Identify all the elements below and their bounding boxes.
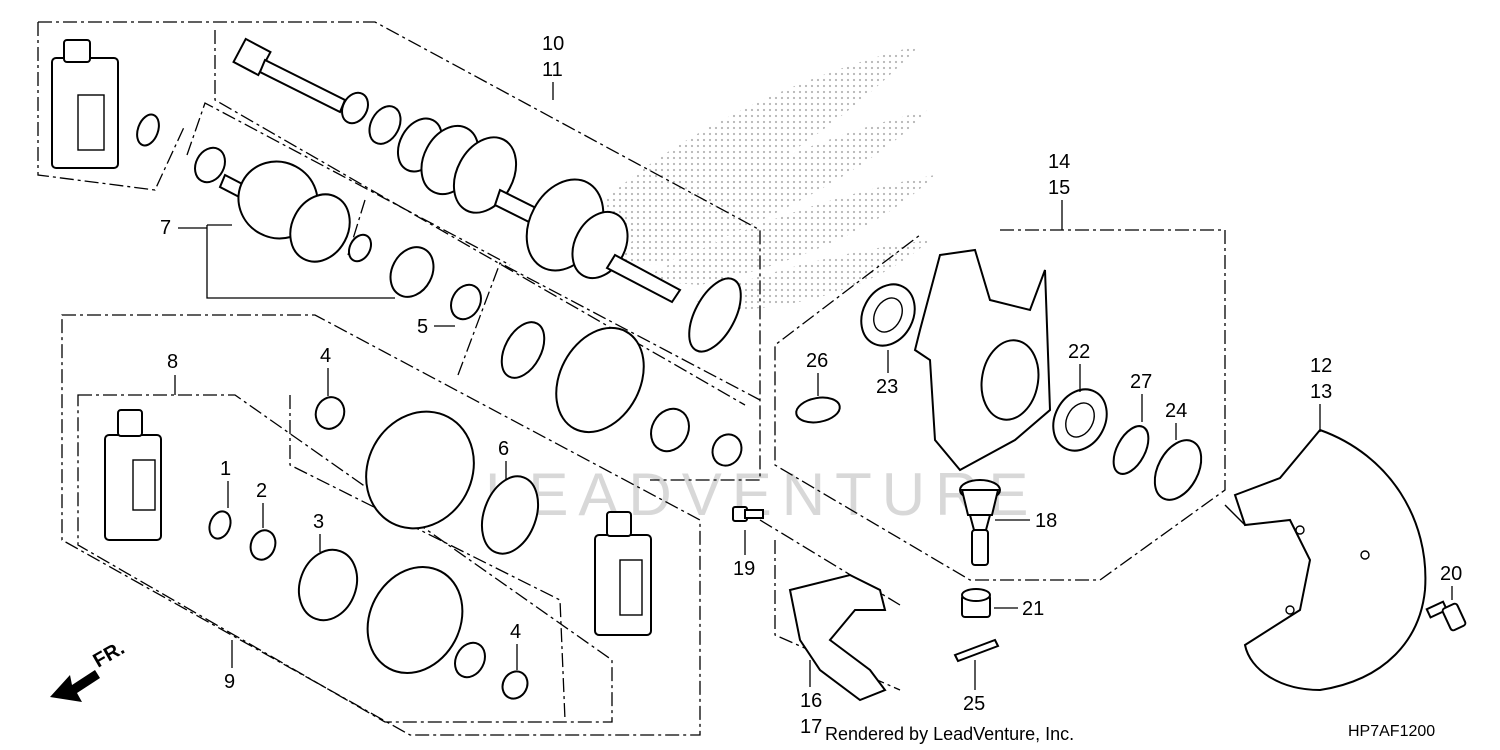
knuckle-assembly [774,229,1226,581]
bolt-20 [1425,600,1467,632]
callout-6: 6 [498,438,509,460]
callout-22: 22 [1068,341,1090,363]
callout-2: 2 [256,480,267,502]
fr-label: FR. [90,637,129,672]
callout-15: 15 [1048,177,1070,199]
callout-11: 11 [542,59,563,81]
callout-18: 18 [1035,510,1057,532]
ball-joint [959,479,1001,566]
callout-4-top: 4 [320,345,331,367]
upper-boot-group [457,262,761,467]
callout-27: 27 [1130,371,1152,393]
callout-21: 21 [1022,598,1044,620]
callout-20: 20 [1440,563,1462,585]
grease-bottle-top [37,21,761,481]
callout-16: 16 [800,690,822,712]
cotter-pin [953,638,1000,663]
callout-10: 10 [542,33,564,55]
callout-19: 19 [733,558,755,580]
bracket [788,573,887,702]
callout-3: 3 [313,511,324,533]
bolt-19 [732,506,764,522]
inner-joint [186,102,511,321]
callout-23: 23 [876,376,898,398]
drive-shaft-assembly [214,30,746,406]
callout-14: 14 [1048,151,1070,173]
callout-4-bottom: 4 [510,621,521,643]
callout-17: 17 [800,716,822,738]
rendered-by-text: Rendered by LeadVenture, Inc. [825,724,1074,744]
callout-9: 9 [224,671,235,693]
callout-13: 13 [1310,381,1332,403]
callout-1: 1 [220,458,231,480]
callout-5: 5 [417,316,428,338]
callout-25: 25 [963,693,985,715]
callout-26: 26 [806,350,828,372]
callout-8: 8 [167,351,178,373]
castle-nut [961,588,991,618]
watermark-wing-logo [560,45,935,310]
diagram-code: HP7AF1200 [1348,723,1435,740]
callout-7: 7 [160,217,171,239]
callout-12: 12 [1310,355,1332,377]
boot-kit-group [61,314,701,736]
callout-10-11: 10 11 [542,33,564,100]
disc-cover [1224,428,1427,692]
callout-24: 24 [1165,400,1187,422]
front-direction-arrow [50,670,100,702]
